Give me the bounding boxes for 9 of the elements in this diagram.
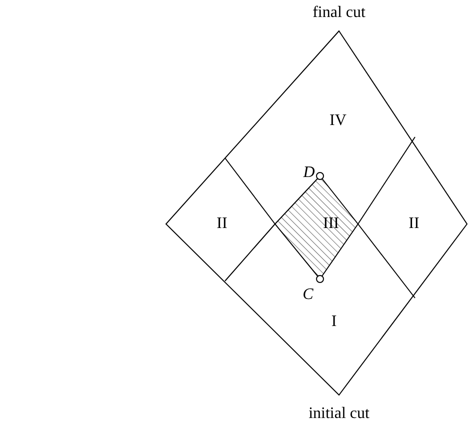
point-label: D: [303, 165, 315, 181]
region-label: III: [323, 216, 339, 232]
region-label: IV: [330, 113, 346, 129]
region-label: II: [408, 216, 420, 232]
point-label: C: [302, 287, 314, 303]
axis-label: initial cut: [308, 406, 370, 422]
region-label: I: [331, 314, 337, 330]
axis-label: final cut: [312, 5, 366, 21]
region-label: II: [216, 216, 228, 232]
